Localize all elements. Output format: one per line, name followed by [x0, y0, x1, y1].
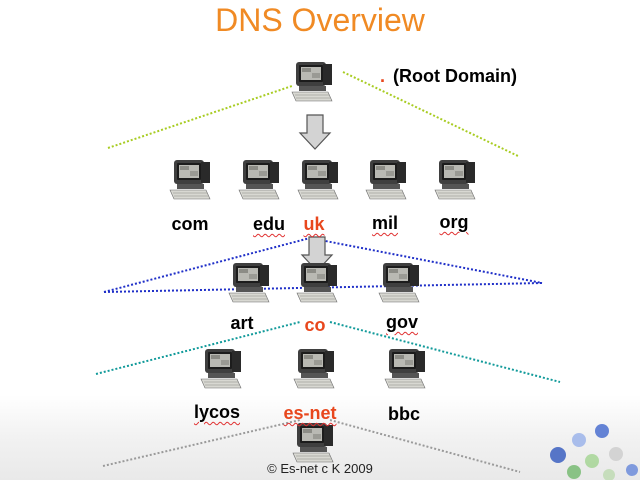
- computer-icon-gov: [378, 262, 420, 303]
- level1-right-line: [342, 71, 519, 157]
- slide-title: DNS Overview: [215, 2, 425, 38]
- label-edu: edu: [252, 214, 286, 234]
- copyright-footer: © Es-net c K 2009: [267, 461, 373, 476]
- label-es-net: es-net: [283, 403, 337, 423]
- level4-right-line: [329, 419, 521, 473]
- label-gov: gov: [385, 312, 419, 332]
- label-co: co: [304, 315, 326, 335]
- label-lycos: lycos: [193, 402, 241, 422]
- label-com: com: [171, 214, 209, 234]
- computer-icon-edu: [238, 159, 280, 200]
- level3-right-line: [329, 321, 561, 383]
- level2-left-line: [103, 237, 311, 293]
- label-uk: uk: [303, 214, 325, 234]
- level1-left-line: [107, 85, 293, 149]
- label-mil: mil: [371, 213, 399, 233]
- level4-left-line: [102, 419, 301, 467]
- computer-icon-lycos: [200, 348, 242, 389]
- computer-icon-art: [228, 262, 270, 303]
- computer-icon-mil: [365, 159, 407, 200]
- root-domain-text: (Root Domain): [393, 66, 517, 86]
- level2-right-line: [309, 237, 543, 284]
- root-domain-label: . (Root Domain): [380, 66, 517, 87]
- computer-icon-es-net: [293, 348, 335, 389]
- computer-icon-host: [292, 422, 334, 463]
- computer-icon-org: [434, 159, 476, 200]
- computer-icon-com: [169, 159, 211, 200]
- computer-icon-bbc: [384, 348, 426, 389]
- level-lines: [95, 71, 561, 473]
- computer-icon-uk: [297, 159, 339, 200]
- level3-left-line: [95, 321, 301, 375]
- level2-line: [103, 282, 543, 293]
- root-dot: .: [380, 66, 386, 86]
- bubble-decoration: [550, 424, 638, 480]
- label-org: org: [439, 212, 469, 232]
- label-bbc: bbc: [387, 404, 421, 424]
- down-arrow-icon: [299, 114, 331, 150]
- computer-icon-co: [296, 262, 338, 303]
- root-computer-icon: [291, 61, 333, 102]
- label-art: art: [230, 313, 254, 333]
